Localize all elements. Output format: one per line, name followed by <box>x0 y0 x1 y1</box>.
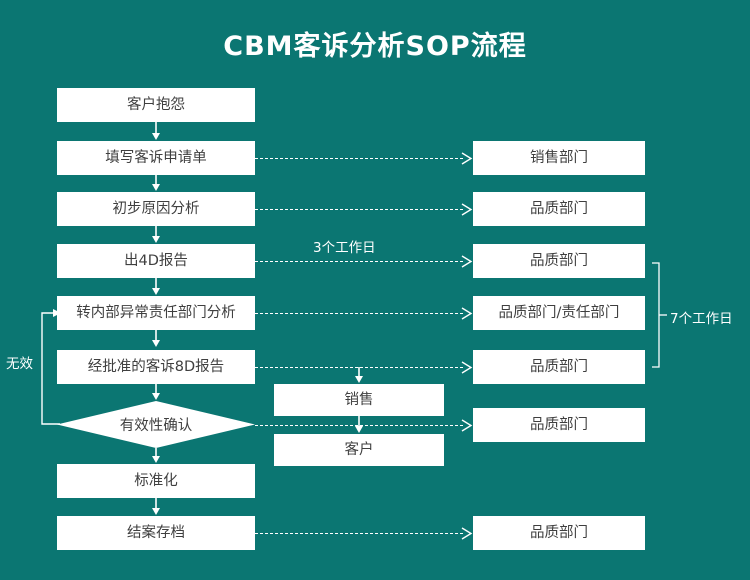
decision-label: 有效性确认 <box>119 418 193 434</box>
department-box-dept2[interactable]: 销售部门 <box>473 141 645 175</box>
arrow-step4-step5 <box>149 278 163 296</box>
arrowhead-step5 <box>461 307 473 320</box>
arrowhead-step9 <box>461 527 473 540</box>
department-box-dept6[interactable]: 品质部门 <box>473 350 645 384</box>
distribution-box-sales[interactable]: 销售 <box>274 384 444 416</box>
arrow-sales-to-customer <box>352 416 366 434</box>
duration-bracket-7-days <box>652 262 668 368</box>
department-box-dept5[interactable]: 品质部门/责任部门 <box>473 296 645 330</box>
loop-label-invalid: 无效 <box>6 356 33 372</box>
dashed-line-step4 <box>255 261 463 263</box>
arrow-step2-step3 <box>149 175 163 192</box>
department-box-dept9[interactable]: 品质部门 <box>473 516 645 550</box>
process-box-step8[interactable]: 标准化 <box>57 464 255 498</box>
arrowhead-step6 <box>461 361 473 374</box>
arrow-step3-step4 <box>149 226 163 244</box>
dashed-line-step3 <box>255 209 463 211</box>
process-box-step4[interactable]: 出4D报告 <box>57 244 255 278</box>
arrow-step6-step7 <box>149 384 163 401</box>
page-title: CBM客诉分析SOP流程 <box>223 31 527 62</box>
department-box-dept3[interactable]: 品质部门 <box>473 192 645 226</box>
arrowhead-step4 <box>461 255 473 268</box>
process-box-step9[interactable]: 结案存档 <box>57 516 255 550</box>
dashed-line-step9 <box>255 533 463 535</box>
process-box-step5[interactable]: 转内部异常责任部门分析 <box>57 296 255 330</box>
arrow-step7-step8 <box>149 448 163 464</box>
department-box-dept7[interactable]: 品质部门 <box>473 408 645 442</box>
duration-label-7-days: 7个工作日 <box>670 311 733 327</box>
arrow-step5-step6 <box>149 330 163 348</box>
loop-back-arrow-invalid <box>36 304 62 425</box>
arrowhead-step2 <box>461 152 473 165</box>
process-box-step6[interactable]: 经批准的客诉8D报告 <box>57 350 255 384</box>
duration-label-3-days: 3个工作日 <box>313 240 376 256</box>
arrow-step6-to-sales <box>352 367 366 384</box>
process-box-step1[interactable]: 客户抱怨 <box>57 88 255 122</box>
department-box-dept4[interactable]: 品质部门 <box>473 244 645 278</box>
dashed-line-step5 <box>255 313 463 315</box>
distribution-box-customer[interactable]: 客户 <box>274 434 444 466</box>
dashed-line-step2 <box>255 158 463 160</box>
process-box-step3[interactable]: 初步原因分析 <box>57 192 255 226</box>
arrow-step8-step9 <box>149 498 163 516</box>
decision-diamond-step7[interactable]: 有效性确认 <box>57 401 255 448</box>
process-box-step2[interactable]: 填写客诉申请单 <box>57 141 255 175</box>
arrowhead-step7 <box>461 419 473 432</box>
arrowhead-step3 <box>461 203 473 216</box>
arrow-step1-step2 <box>149 122 163 141</box>
